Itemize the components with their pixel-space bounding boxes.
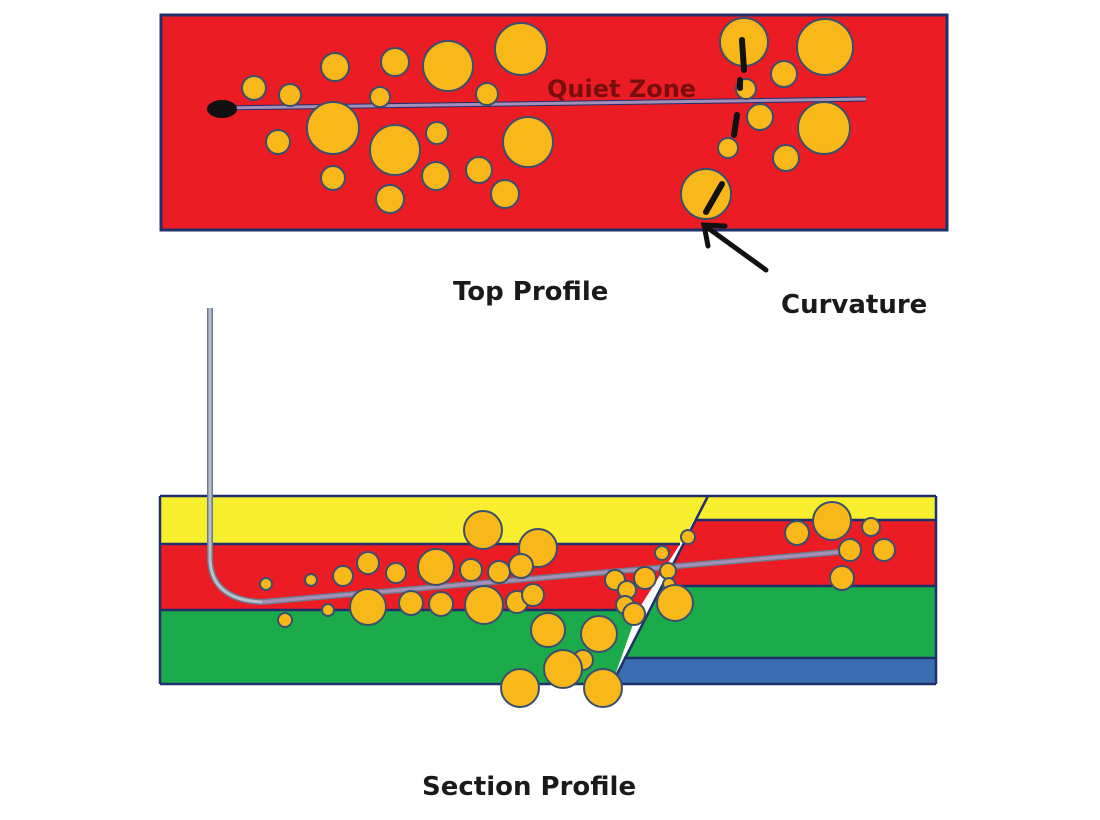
microseismic-event: [812, 501, 852, 541]
microseismic-event: [796, 18, 854, 76]
microseismic-event: [784, 520, 810, 546]
quiet-zone-label: Quiet Zone: [547, 75, 696, 103]
microseismic-event: [530, 612, 566, 648]
microseismic-event: [375, 184, 405, 214]
microseismic-event: [633, 566, 657, 590]
microseismic-event: [380, 47, 410, 77]
microseismic-event: [422, 40, 474, 92]
microseismic-event: [583, 668, 623, 708]
microseismic-event: [278, 83, 302, 107]
microseismic-event: [494, 22, 548, 76]
top-profile-microseismic-events: [241, 17, 854, 220]
microseismic-event: [746, 103, 774, 131]
section-green-layer-left: [160, 610, 638, 684]
microseismic-event: [320, 52, 350, 82]
microseismic-event: [369, 124, 421, 176]
microseismic-event: [580, 615, 618, 653]
microseismic-event: [417, 548, 455, 586]
section-profile-microseismic-events: [259, 501, 896, 708]
microseismic-event: [659, 562, 677, 580]
microseismic-event: [428, 591, 454, 617]
microseismic-event: [321, 603, 335, 617]
microseismic-event: [770, 60, 798, 88]
microseismic-event: [508, 553, 534, 579]
curvature-line: [703, 37, 747, 215]
section-blue-layer-right: [612, 658, 936, 684]
microseismic-event: [385, 562, 407, 584]
microseismic-event: [332, 565, 354, 587]
microseismic-event: [241, 75, 267, 101]
microseismic-event: [622, 602, 646, 626]
section-yellow-layer-left: [160, 496, 708, 544]
microseismic-event: [369, 86, 391, 108]
microseismic-event: [490, 179, 520, 209]
microseismic-event: [829, 565, 855, 591]
wellbore-path: [208, 308, 841, 604]
microseismic-event: [459, 558, 483, 582]
microseismic-event: [464, 585, 504, 625]
microseismic-event: [680, 529, 696, 545]
microseismic-event: [259, 577, 273, 591]
microseismic-event: [320, 165, 346, 191]
microseismic-event: [717, 137, 739, 159]
top-profile-panel: Quiet Zone: [159, 13, 949, 232]
section-profile-panel: [158, 308, 938, 708]
microseismic-event: [680, 168, 732, 220]
microseismic-event: [265, 129, 291, 155]
top-profile-label: Top Profile: [453, 277, 608, 307]
curvature-label: Curvature: [781, 290, 927, 320]
microseismic-event: [656, 584, 694, 622]
microseismic-event: [797, 101, 851, 155]
microseismic-event: [654, 545, 670, 561]
microseismic-event: [277, 612, 293, 628]
microseismic-event: [500, 668, 540, 708]
wellhead-marker: [207, 100, 237, 118]
microseismic-event: [349, 588, 387, 626]
microseismic-event: [356, 551, 380, 575]
section-layer-boundaries: [158, 494, 938, 686]
microseismic-event: [304, 573, 318, 587]
fault-line: [610, 495, 710, 685]
microseismic-event: [521, 583, 545, 607]
microseismic-event: [421, 161, 451, 191]
microseismic-event: [502, 116, 554, 168]
microseismic-event: [306, 101, 360, 155]
microseismic-event: [398, 590, 424, 616]
microseismic-event: [425, 121, 449, 145]
microseismic-event: [838, 538, 862, 562]
microseismic-event: [872, 538, 896, 562]
microseismic-event: [861, 517, 881, 537]
microseismic-event: [463, 510, 503, 550]
microseismic-event: [465, 156, 493, 184]
microseismic-event: [475, 82, 499, 106]
section-yellow-layer-right: [696, 496, 936, 520]
section-profile-label: Section Profile: [422, 772, 636, 802]
microseismic-event: [543, 649, 583, 689]
microseismic-event: [772, 144, 800, 172]
microseismic-event: [487, 560, 511, 584]
curvature-arrow: [700, 222, 769, 273]
section-green-layer-right: [624, 586, 936, 658]
